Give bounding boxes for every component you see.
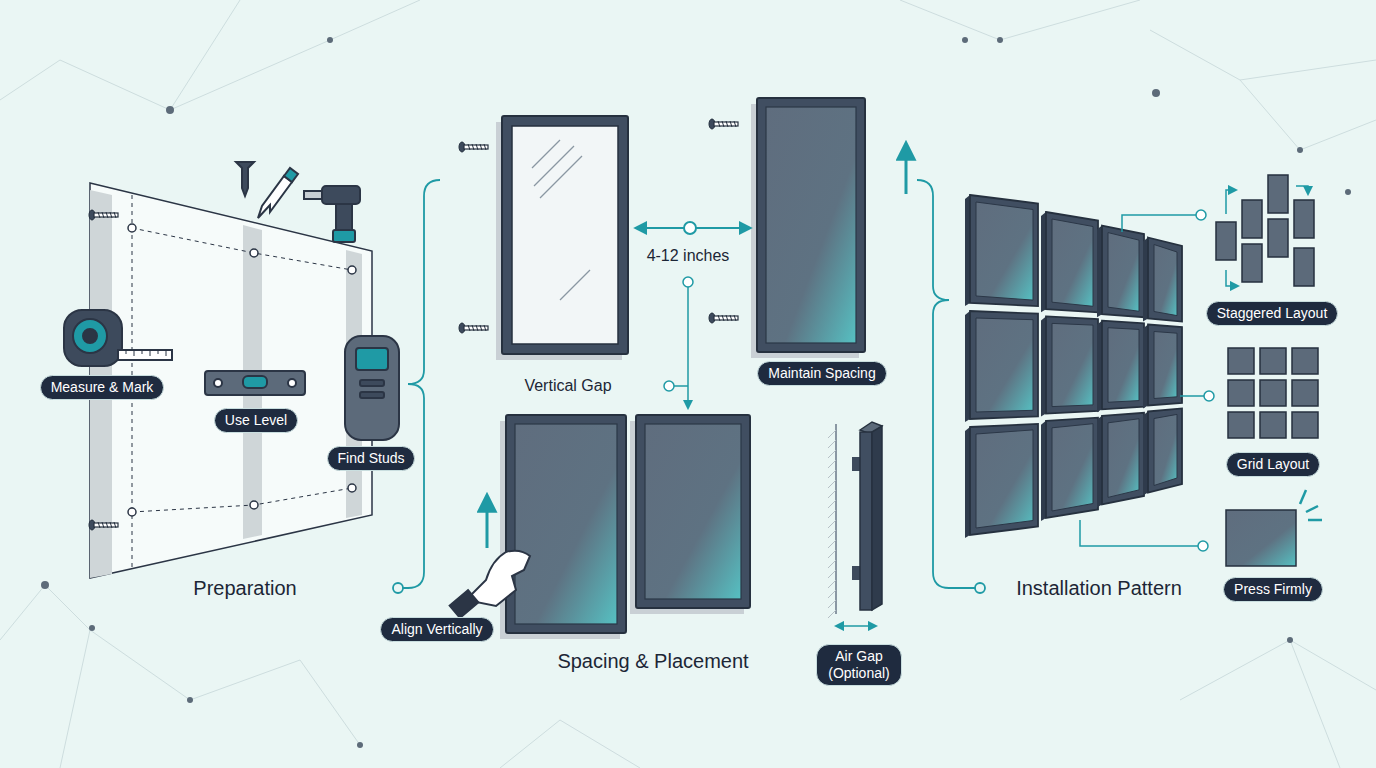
section-label: Spacing & Placement	[557, 649, 748, 673]
panel-grid	[965, 195, 1182, 538]
spirit-level	[205, 371, 305, 395]
spacing-arrows	[487, 144, 906, 626]
section-label: Preparation	[193, 576, 296, 600]
grid-layout-icon	[1228, 348, 1318, 438]
section-label: Installation Pattern	[1016, 576, 1182, 600]
label-pill: Press Firmly	[1223, 577, 1323, 602]
staggered-layout-icon	[1216, 175, 1314, 286]
label-pill: Air Gap (Optional)	[816, 644, 902, 686]
network-dots	[41, 37, 1351, 748]
glass-panel	[496, 116, 628, 360]
pill-text: Maintain Spacing	[768, 365, 875, 382]
stud-finder	[345, 336, 399, 440]
label-pill: Maintain Spacing	[757, 361, 886, 386]
label-pill: Use Level	[214, 408, 298, 433]
pill-text: Press Firmly	[1234, 581, 1312, 598]
hand	[450, 551, 530, 618]
air-gap-side-view	[828, 422, 882, 618]
pill-text: Find Studs	[338, 450, 405, 467]
leader-lines	[1080, 210, 1214, 551]
section-label: 4-12 inches	[647, 246, 730, 265]
pill-text: Use Level	[225, 412, 287, 429]
tools	[236, 162, 360, 242]
label-pill: Align Vertically	[380, 617, 493, 642]
pill-text: Staggered Layout	[1217, 305, 1328, 322]
press-firmly-icon	[1226, 490, 1322, 566]
pill-text: Align Vertically	[391, 621, 482, 638]
tape-measure	[64, 310, 172, 366]
pill-text: Air Gap (Optional)	[827, 648, 891, 682]
label-pill: Grid Layout	[1226, 452, 1320, 477]
section-label: Vertical Gap	[524, 376, 611, 395]
label-pill: Measure & Mark	[40, 375, 165, 400]
pill-text: Grid Layout	[1237, 456, 1309, 473]
pill-text: Measure & Mark	[51, 379, 154, 396]
label-pill: Find Studs	[327, 446, 416, 471]
label-pill: Staggered Layout	[1206, 301, 1339, 326]
